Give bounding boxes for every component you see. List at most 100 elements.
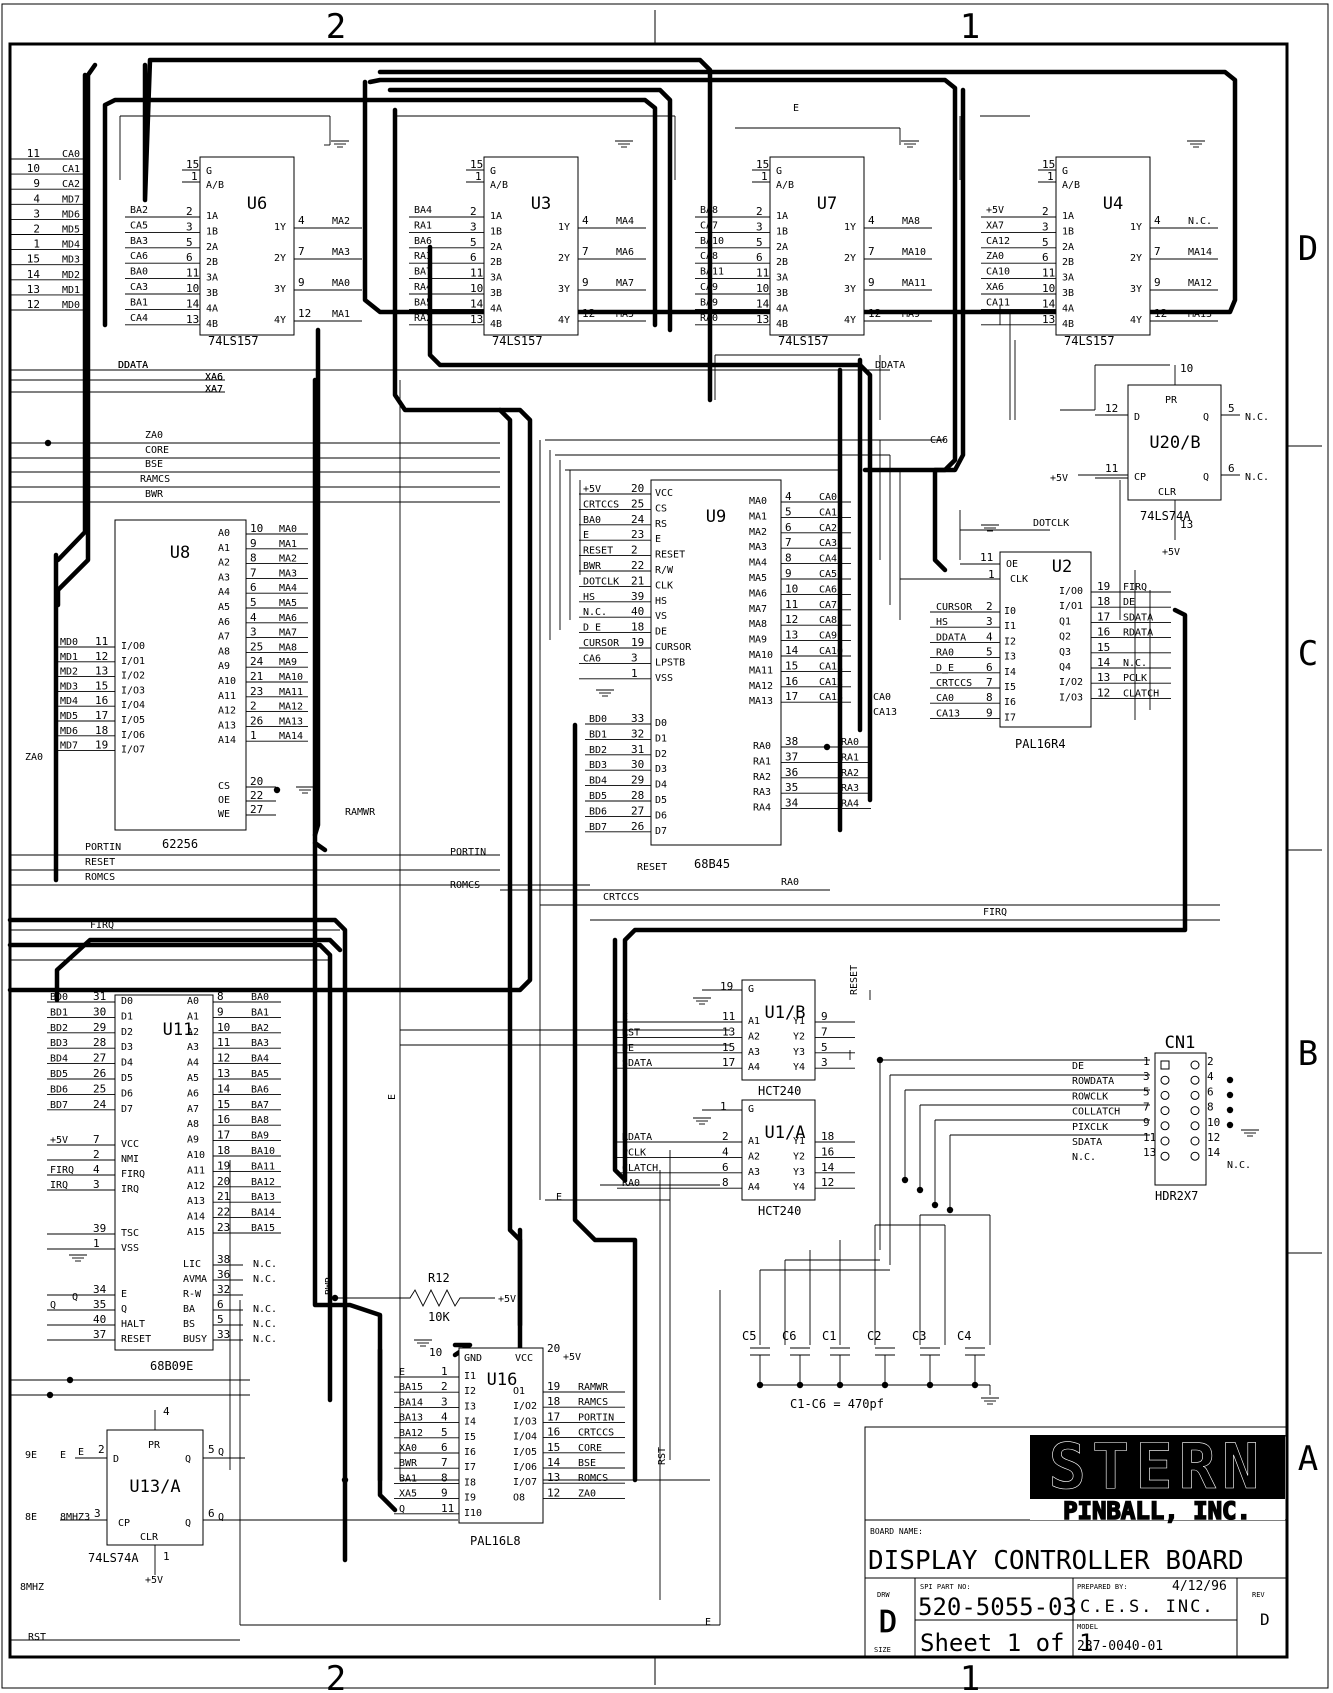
u2-out-num: 19: [1097, 580, 1110, 593]
u16-in-sig: XA5: [399, 1489, 417, 1500]
mux-out-sig: MA8: [902, 216, 920, 227]
mux-in-sig: BA3: [130, 236, 148, 247]
u11-r-num: 6: [217, 1298, 224, 1311]
u11-l-pin: FIRQ: [121, 1169, 145, 1180]
u11-d-pin: D0: [121, 996, 133, 1007]
u9-ma-sig: CA5: [819, 569, 837, 580]
prepared-date: 4/12/96: [1172, 1579, 1227, 1594]
u16-out-num: 13: [547, 1471, 560, 1484]
mux-in-pin: 3B: [490, 288, 502, 299]
u9-ma-sig: CA12: [819, 677, 843, 688]
mux-pin-ab: A/B: [206, 180, 224, 191]
mux-out-pin: 1Y: [558, 222, 570, 233]
cn1-pin: [1190, 1136, 1200, 1146]
u8-a-num: 26: [250, 714, 263, 727]
u1b-out-num: 5: [821, 1041, 828, 1054]
u9-left-pin: DE: [655, 627, 667, 638]
u11-a-sig: BA13: [251, 1192, 275, 1203]
cn1-left-sig: COLLATCH: [1072, 1107, 1120, 1118]
left-signal: RAMCS: [140, 474, 170, 485]
mux-in-sig: BA10: [700, 236, 724, 247]
u11-cpu: U11 68B09E D031BD0D130BD1D229BD2D328BD3D…: [46, 990, 281, 1399]
u20b-num-13: 13: [1180, 518, 1193, 531]
u1a-out-pin: Y2: [793, 1151, 805, 1162]
u8-io-pin: I/O5: [121, 715, 145, 726]
spi-label: SPI PART NO:: [920, 1583, 971, 1591]
u11-r-num: 5: [217, 1313, 224, 1326]
left-md-name: CA2: [62, 179, 80, 190]
board-name-label: BOARD NAME:: [870, 1527, 923, 1536]
u11-l-sig: +5V: [50, 1135, 68, 1146]
u8-io-pin: I/O4: [121, 700, 145, 711]
u9-left-num: 20: [631, 482, 644, 495]
mux-in-sig: ZA0: [986, 251, 1004, 262]
mux-in-num: 13: [470, 313, 483, 326]
u16-out-sig: PORTIN: [578, 1412, 614, 1423]
left-u13-sig: 8E: [25, 1512, 37, 1523]
mux-ref: U6: [247, 194, 267, 214]
u9-left-pin: RESET: [655, 550, 685, 561]
u8-a-sig: MA14: [279, 731, 303, 742]
u9-ra-pin: RA1: [753, 756, 771, 767]
mux-in-sig: BA6: [414, 236, 432, 247]
u2-in-num: 6: [986, 661, 993, 674]
junction-dot: [46, 1391, 54, 1399]
u11-l-pin: HALT: [121, 1319, 145, 1330]
u8-io-sig: MD6: [60, 726, 78, 737]
u16-in-num: 2: [441, 1380, 448, 1393]
u20b-num-12: 12: [1105, 402, 1118, 415]
u9-ma-sig: CA4: [819, 554, 837, 565]
u1a-in-sig: PCLK: [622, 1147, 646, 1158]
u2-in-num: 8: [986, 691, 993, 704]
left-u13-sig: E: [60, 1450, 66, 1461]
u8-ctl-num: 22: [250, 789, 263, 802]
mux-out-sig: MA2: [332, 216, 350, 227]
cn1-right-num: 4: [1207, 1070, 1214, 1083]
u11-a-sig: BA7: [251, 1100, 269, 1111]
mux-in-num: 5: [186, 236, 193, 249]
mux-in-sig: BA5: [414, 297, 432, 308]
u8-a-pin: A5: [218, 602, 230, 613]
u2-out-num: 16: [1097, 626, 1110, 639]
mux-num-1: 1: [1047, 170, 1054, 183]
u11-d-pin: D7: [121, 1104, 133, 1115]
u2-pal: U2 PAL16R4 OECLK111I02CURSORI13HSI24DDAT…: [873, 524, 1171, 751]
u11-d-num: 31: [93, 990, 106, 1003]
left-signal: ZA0: [145, 430, 163, 441]
u13a-num-3: 3: [94, 1507, 101, 1520]
u13a-num-4: 4: [163, 1405, 170, 1418]
u8-io-num: 11: [95, 635, 108, 648]
u9-d-sig: BD5: [589, 791, 607, 802]
u8-a-pin: A11: [218, 691, 236, 702]
mux-in-pin: 2A: [490, 242, 502, 253]
mux-in-pin: 2B: [776, 257, 788, 268]
mux-in-num: 3: [470, 220, 477, 233]
mux-in-sig: BA2: [130, 205, 148, 216]
u1b-out-pin: Y3: [793, 1047, 805, 1058]
u8-io-num: 13: [95, 665, 108, 678]
u11-d-sig: BD5: [50, 1069, 68, 1080]
u11-l-num: 35: [93, 1298, 106, 1311]
junction-dot: [273, 786, 281, 794]
u2-out-pin: Q4: [1059, 662, 1071, 673]
r12-ref: R12: [428, 1271, 450, 1285]
left-signal: BWR: [145, 489, 164, 500]
size-value: D: [879, 1605, 897, 1640]
u1a-in-sig: CLATCH: [622, 1163, 658, 1174]
u11-d-pin: D3: [121, 1042, 133, 1053]
mux-in-num: 13: [756, 313, 769, 326]
mux-out-sig: MA10: [902, 247, 926, 258]
u1b-in-sig: RST: [622, 1027, 640, 1038]
cn1-left-num: 11: [1143, 1131, 1156, 1144]
zone-right-b: B: [1298, 1034, 1318, 1074]
u2-in-sig: CRTCCS: [936, 678, 972, 689]
left-md-num: 1: [33, 238, 40, 251]
u16-out-pin: I/O2: [513, 1401, 537, 1412]
left-u13-sig: 8MHZ3: [60, 1512, 90, 1523]
u16-in-pin: I8: [464, 1477, 476, 1488]
mux-out-num: 4: [1154, 214, 1161, 227]
u8-ctl-pin: OE: [218, 795, 230, 806]
mux-out-sig: MA0: [332, 278, 350, 289]
u16-in-sig: BA13: [399, 1413, 423, 1424]
